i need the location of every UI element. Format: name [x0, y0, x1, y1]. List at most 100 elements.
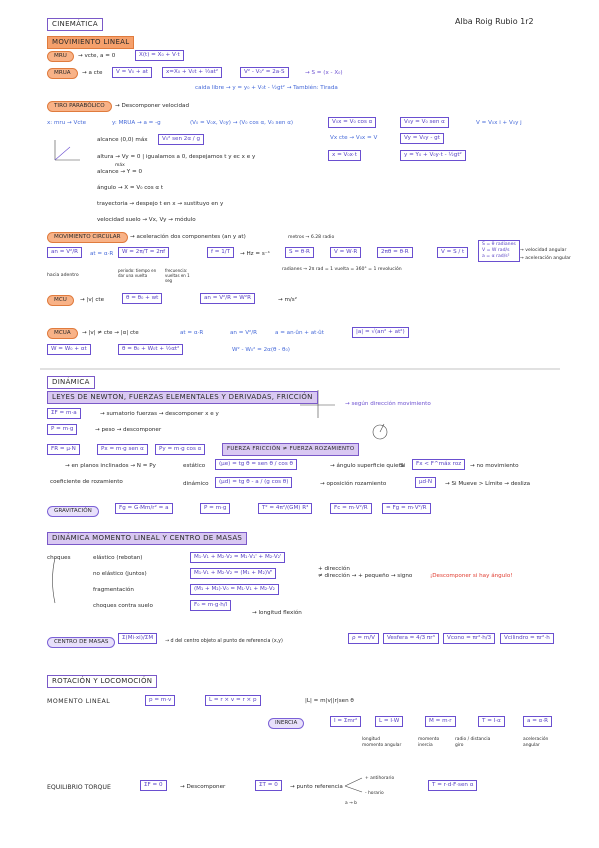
mcua-at: at = α·R	[180, 330, 204, 336]
tiro-v0: (V₀ = V₀x, V₀y) → (V₀ cos α, V₀ sen α)	[190, 120, 294, 126]
sum-f0-eq: ΣF = 0	[140, 780, 167, 791]
v-vector: V = V₀x i + V₀y j	[476, 120, 522, 126]
circ-side-s: S = θ radianes	[482, 242, 516, 247]
hacia-adentro: hacia adentro	[47, 273, 79, 278]
equilibrio-label: EQUILIBRIO TORQUE	[47, 784, 111, 791]
section-title-cinematica: CINEMÁTICA	[47, 18, 103, 31]
l-iw-eq: L = I·W	[375, 716, 404, 727]
section-title-rotacion: ROTACIÓN Y LOCOMOCIÓN	[47, 675, 158, 688]
c4-label: → longitud flexión	[252, 610, 302, 616]
estatico: estático	[183, 463, 206, 469]
mu-e-eq: (μe) = tg θ = sen θ / cos θ	[215, 459, 297, 470]
fc-eq: Fc = m·V²/R	[330, 503, 372, 514]
si-label: Si	[400, 463, 406, 469]
circ-side-v: V = W rad/s	[482, 248, 510, 253]
tiro-rule: → Descomponer velocidad	[115, 103, 189, 109]
s-eq: S = θ·R	[285, 247, 314, 258]
circ-side-a: a = α rad/s²	[482, 254, 510, 259]
frecuencia-label: frecuencia: vueltas en 1 seg	[165, 268, 190, 283]
n-direction: → según dirección movimiento	[345, 401, 431, 407]
trayectoria: trayectoria → despejo t en x → sustituyo…	[97, 201, 224, 207]
dif-direccion: ≠ dirección → + pequeño → signo	[318, 573, 413, 579]
lbl-aceleracion-angular: aceleración angular	[523, 737, 549, 748]
si-condition: Fx < F^máx roz	[412, 459, 466, 470]
px-eq: Px = m·g sen α	[97, 444, 148, 455]
lbl-radio-giro: radio / distancia giro	[455, 737, 491, 748]
mcu-an: an = V²/R = W²R	[200, 293, 255, 304]
velocidad-suelo: velocidad suelo → Vx, Vy → módulo	[97, 217, 196, 223]
altura-sub: máx	[115, 163, 125, 168]
a-b: a → b	[345, 801, 357, 806]
vcono-eq: Vcono = πr²·h/3	[443, 633, 496, 644]
v-wr-eq: V = W·R	[330, 247, 362, 258]
mru-equation: X(t) = X₀ + V·t	[135, 50, 184, 61]
mcua-w: W = W₀ + αt	[47, 344, 91, 355]
momento-header: DINÁMICA MOMENTO LINEAL Y CENTRO DE MASA…	[47, 532, 248, 545]
mas-direccion: + dirección	[318, 566, 350, 572]
oposicion: → oposición rozamiento	[320, 481, 387, 487]
mcua-w2: W² - W₀² = 2α(θ - θ₀)	[232, 347, 290, 353]
mrua-eq-velocity: V = V₀ + at	[112, 67, 153, 78]
t-ia-eq: T = I·α	[478, 716, 505, 727]
no-movimiento: → no movimiento	[470, 463, 519, 469]
periodo-label: periodo: tiempo en dar una vuelta	[118, 268, 157, 278]
t2-eq: T² = 4π²/(GM) R³	[258, 503, 313, 514]
circ-side-box: S = θ radianes V = W rad/s a = α rad/s²	[478, 240, 520, 262]
lbl-momento-angular: longitud momento angular	[362, 737, 402, 748]
si-movimiento: → Si Mueve > Límite → desliza	[445, 481, 531, 487]
mru-rule: → vcte, a = 0	[78, 53, 116, 59]
mcua-an: an = V²/R	[230, 330, 258, 336]
mrua-label: MRUA	[47, 68, 78, 79]
rho-eq: ρ = m/V	[348, 633, 379, 644]
mcu-eq: θ = θ₀ + wt	[122, 293, 163, 304]
v0y-eq: V₀y = V₀ sen α	[400, 117, 449, 128]
mcua-mod: |a| = √(an² + at²)	[352, 327, 409, 338]
dinamico: dinámico	[183, 481, 209, 487]
mrua-eq-s: → S = (x - X₀)	[305, 70, 343, 76]
circular-label: MOVIMIENTO CIRCULAR	[47, 232, 128, 243]
c2-eq: M₁·V₁ + M₂·V₂ = (M₁ + M₂)V'	[190, 568, 277, 579]
choque-fragmentacion: fragmentación	[93, 587, 134, 593]
momento-lineal-label: MOMENTO LINEAL	[47, 698, 111, 705]
sum-f-eq: ΣF = m·a	[47, 408, 81, 419]
mcua-theta: θ = θ₀ + W₀t + ½αt²	[118, 344, 184, 355]
a-ar-eq: a = α·R	[523, 716, 553, 727]
l-eq: L = r × v = r × p	[205, 695, 261, 706]
c4-eq: F₀ = m·g·h/l	[190, 600, 232, 611]
vy-eq: Vy = V₀y - gt	[400, 133, 444, 144]
altura: altura → Vy = 0 | igualamos a 0, despeja…	[97, 154, 256, 160]
radianes: radianes → 2π rad = 1 vuelta = 360° = 1 …	[282, 267, 402, 272]
vcilindro-eq: Vcilindro = πr²·h	[500, 633, 554, 644]
peso-rule: → peso → descomponer	[95, 427, 162, 433]
l-mod: |L| = m|v||r|sen θ	[305, 698, 354, 704]
i-mr-eq: I = Σmr²	[330, 716, 362, 727]
mu-n: μd·N	[415, 477, 437, 488]
fg-fc-eq: = Fg = m·V²/R	[382, 503, 431, 514]
circular-note: metros → 6.28 radio	[288, 235, 335, 240]
superficie: → ángulo superficie quieta	[330, 463, 405, 469]
m-mr-eq: M = m·r	[425, 716, 456, 727]
f-eq: f = 1/T	[207, 247, 235, 258]
lbl-momento-inercia: momento inercia	[418, 737, 440, 748]
mrua-eq-v2: V² - V₀² = 2a·S	[240, 67, 289, 78]
cm-note: → d del centro objeto al punto de refere…	[165, 639, 283, 644]
tiro-y: y: MRUA → a = -g	[112, 120, 161, 126]
vx-cte: Vx cte → V₀x = V	[330, 135, 378, 141]
choque-no-elastico: no elástico (juntos)	[93, 571, 147, 577]
gravitacion-label: GRAVITACIÓN	[47, 506, 99, 517]
mru-header: MOVIMIENTO LINEAL	[47, 36, 135, 49]
w-eq: W = 2π/T = 2πf	[118, 247, 170, 258]
mcu-label: MCU	[47, 295, 74, 306]
alcance-eq: V₀² sen 2α / g	[158, 134, 205, 145]
x-eq: x = V₀x·t	[328, 150, 361, 161]
mcu-unit: → m/s²	[278, 297, 297, 303]
y-eq: y = Y₀ + V₀y·t - ½gt²	[400, 150, 466, 161]
c3-eq: (M₁ + M₂)·V₀ = M₁·V₁ + M₂·V₂	[190, 584, 279, 595]
author-name: Alba Roig Rubio 1r2	[455, 17, 534, 26]
hz: → Hz = s⁻¹	[240, 251, 270, 257]
v0x-eq: V₀x = V₀ cos α	[328, 117, 377, 128]
c1-eq: M₁·V₁ + M₂·V₂ = M₁·V₁' + M₂·V₂'	[190, 552, 286, 563]
horario: - horario	[365, 791, 384, 796]
choque-suelo: choques contra suelo	[93, 603, 153, 609]
fr-eq: FR = μ·N	[47, 444, 80, 455]
